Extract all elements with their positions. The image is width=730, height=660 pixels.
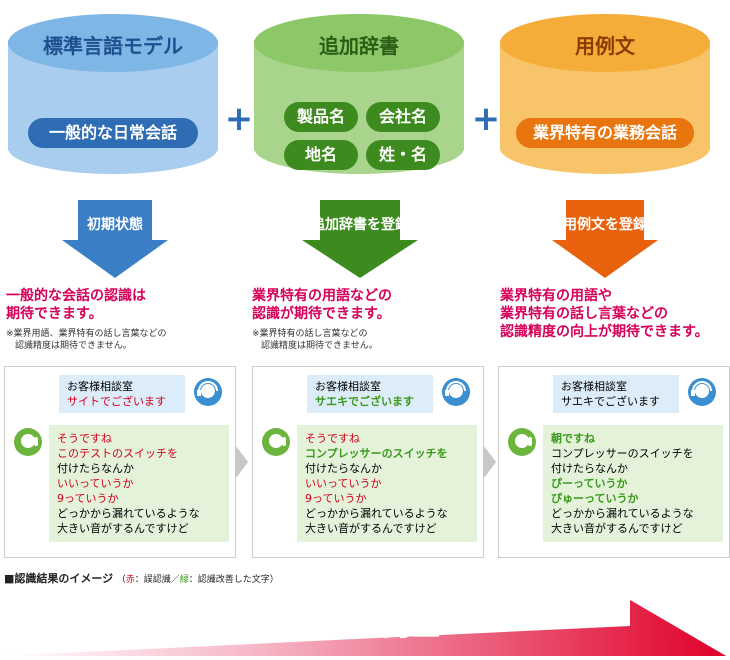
- pill-industry-conversation: 業界特有の業務会話: [516, 118, 694, 148]
- caller-bubble: 朝ですね コンプレッサーのスイッチを 付けたらなんか ぴーっていうか ぴゅーって…: [543, 425, 723, 542]
- cylinder-standard-model: 標準言語モデル 一般的な日常会話: [8, 14, 218, 174]
- agent-bubble: お客様相談室 サイトでございます: [59, 375, 185, 413]
- accuracy-banner-arrow: [0, 600, 726, 656]
- agent-bubble: お客様相談室 サエキでございます: [553, 375, 679, 413]
- legend-green-word: 緑: [179, 575, 189, 585]
- arrow-initial-state: [62, 200, 168, 278]
- caller-icon: [14, 428, 42, 456]
- separator-arrow-icon: [236, 446, 248, 478]
- arrow-label-dictionary: 追加辞書を登録: [311, 217, 409, 233]
- arrow-add-examples: [552, 200, 658, 278]
- caller-bubble: そうですね このテストのスイッチを 付けたらなんか いいっていうか 9っていうか…: [49, 425, 229, 542]
- agent-bubble: お客様相談室 サエキでございます: [307, 375, 433, 413]
- cylinder-title: 追加辞書: [319, 34, 399, 58]
- arrow-add-dictionary: [302, 200, 418, 278]
- cylinder-title: 用例文: [575, 34, 635, 58]
- banner-text: 認識精度向上: [262, 609, 443, 642]
- pill-product-name: 製品名: [284, 102, 358, 132]
- plus-icon: +: [222, 102, 256, 136]
- headline-col1: 一般的な会話の認識は 期待できます。: [6, 288, 146, 322]
- headline-col2: 業界特有の用語などの 認識が期待できます。: [252, 288, 392, 322]
- arrow-label-initial: 初期状態: [87, 217, 143, 233]
- note-col1: ※業界用語、業界特有の話し言葉などの 認識精度は期待できません。: [6, 329, 167, 351]
- headline-col3: 業界特有の用語や 業界特有の話し言葉などの 認識精度の向上が期待できます。: [500, 288, 709, 340]
- legend-red-desc: ：誤認識／: [134, 575, 180, 585]
- legend-red-word: 赤: [125, 575, 135, 585]
- plus-icon: +: [469, 102, 503, 136]
- legend-title: ■認識結果のイメージ: [4, 572, 114, 585]
- caller-icon: [508, 428, 536, 456]
- note-col2: ※業界特有の話し言葉などの 認識精度は期待できません。: [252, 329, 378, 351]
- legend-green-desc: ：認識改善した文字）: [188, 575, 279, 585]
- separator-arrow-icon: [484, 446, 496, 478]
- pill-place-name: 地名: [284, 140, 358, 170]
- operator-headset-icon: [442, 378, 470, 406]
- operator-headset-icon: [688, 378, 716, 406]
- result-panel-dictionary: お客様相談室 サエキでございます そうですね コンプレッサーのスイッチを 付けた…: [252, 366, 484, 558]
- legend-paren: （: [116, 575, 126, 585]
- pill-person-name: 姓・名: [366, 140, 440, 170]
- result-panel-initial: お客様相談室 サイトでございます そうですね このテストのスイッチを 付けたらな…: [4, 366, 236, 558]
- caller-bubble: そうですね コンプレッサーのスイッチを 付けたらなんか いいっていうか 9ってい…: [297, 425, 477, 542]
- result-panel-examples: お客様相談室 サエキでございます 朝ですね コンプレッサーのスイッチを 付けたら…: [498, 366, 730, 558]
- legend: ■認識結果のイメージ （赤：誤認識／緑：認識改善した文字）: [4, 570, 279, 586]
- operator-headset-icon: [194, 378, 222, 406]
- cylinder-example-sentences: 用例文 業界特有の業務会話: [500, 14, 710, 174]
- arrow-label-examples: 用例文を登録: [563, 217, 647, 233]
- pill-general-conversation: 一般的な日常会話: [28, 118, 198, 148]
- cylinder-title: 標準言語モデル: [43, 34, 183, 58]
- cylinder-added-dictionary: 追加辞書 製品名 会社名 地名 姓・名: [254, 14, 464, 174]
- caller-icon: [262, 428, 290, 456]
- pill-company-name: 会社名: [366, 102, 440, 132]
